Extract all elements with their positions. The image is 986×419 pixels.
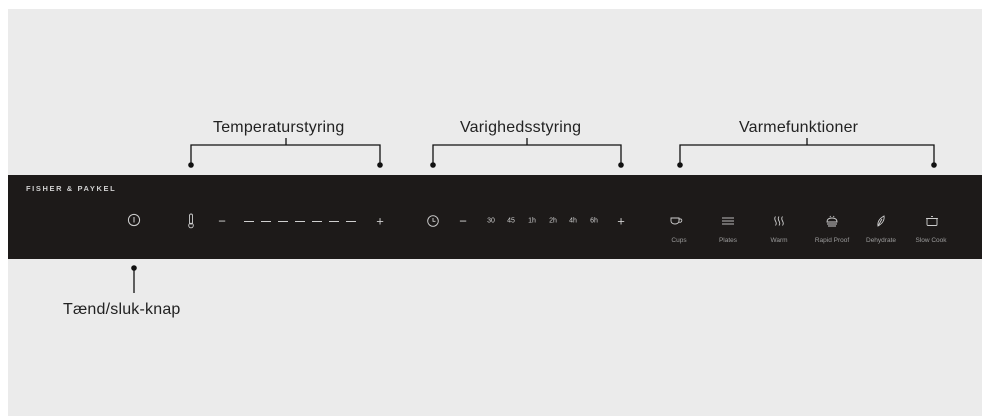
duration-plus-button[interactable]: + — [617, 213, 625, 229]
heat-functions-callout: Varmefunktioner — [739, 119, 859, 136]
temperature-level-segment[interactable] — [278, 221, 288, 223]
function-label: Cups — [671, 237, 687, 244]
rapid-proof-icon — [826, 215, 838, 227]
heat-functions-bracket — [679, 144, 935, 165]
function-label: Dehydrate — [866, 237, 896, 244]
function-label: Warm — [770, 237, 788, 244]
duration-option-1h[interactable]: 1h — [528, 217, 536, 225]
temperature-level-segment[interactable] — [346, 221, 356, 223]
leader-dot — [188, 162, 194, 168]
leader-dot — [618, 162, 624, 168]
slow-cook-icon — [926, 216, 938, 226]
duration-option-30[interactable]: 30 — [487, 217, 495, 225]
plates-icon — [722, 217, 734, 225]
control-panel — [8, 175, 982, 259]
duration-bracket — [432, 144, 622, 165]
brand-logo: FISHER & PAYKEL — [26, 184, 117, 193]
temperature-bracket — [190, 144, 381, 165]
function-label: Plates — [718, 237, 738, 244]
leader-dot — [931, 162, 937, 168]
duration-control-callout: Varighedsstyring — [460, 119, 582, 136]
timer-icon — [427, 215, 439, 227]
dehydrate-icon — [877, 215, 885, 227]
power-icon[interactable] — [127, 213, 141, 227]
temperature-minus-button[interactable]: − — [218, 213, 226, 229]
leader-dot — [131, 265, 137, 271]
temperature-plus-button[interactable]: + — [376, 213, 384, 229]
temperature-control-callout: Temperaturstyring — [213, 119, 345, 136]
duration-minus-button[interactable]: − — [459, 213, 467, 229]
cup-icon — [670, 217, 683, 225]
temperature-level-segment[interactable] — [312, 221, 322, 223]
temperature-level-segment[interactable] — [329, 221, 339, 223]
temperature-level-segment[interactable] — [261, 221, 271, 223]
temperature-level-segment[interactable] — [244, 221, 254, 223]
temperature-level-segment[interactable] — [295, 221, 305, 223]
function-label: Rapid Proof — [814, 237, 850, 244]
duration-option-2h[interactable]: 2h — [549, 217, 557, 225]
function-label: Slow Cook — [915, 237, 947, 244]
leader-dot — [677, 162, 683, 168]
thermometer-icon — [188, 213, 194, 229]
duration-option-6h[interactable]: 6h — [590, 217, 598, 225]
warm-icon — [774, 216, 784, 226]
duration-option-4h[interactable]: 4h — [569, 217, 577, 225]
leader-dot — [430, 162, 436, 168]
power-button-callout: Tænd/sluk-knap — [63, 301, 181, 318]
leader-dot — [377, 162, 383, 168]
duration-option-45[interactable]: 45 — [507, 217, 515, 225]
